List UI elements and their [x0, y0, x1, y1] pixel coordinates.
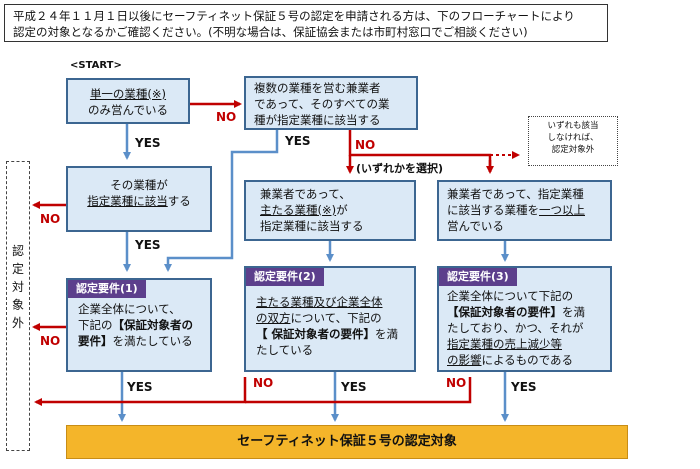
yes-label-r2: YES [341, 380, 367, 394]
note-line-1: いずれも該当 [547, 121, 599, 131]
requirement-1-title: 認定要件(1) [68, 280, 146, 298]
requirement-2-title: 認定要件(2) [246, 268, 324, 286]
excluded-char-5: 外 [11, 316, 24, 330]
box-single-line-1: 単一の業種(※) [89, 87, 167, 101]
note-line-3: 認定対象外 [551, 145, 595, 155]
requirement-3-line-5: 指定業種の売上減少等 [447, 337, 562, 351]
requirement-3-line-2: 【保証対象者の要件】 [447, 305, 562, 319]
box-main-line-3: が [336, 203, 348, 217]
note-box: いずれも該当 しなければ、 認定対象外 [528, 116, 618, 166]
final-result-box: セーフティネット保証５号の認定対象 [66, 425, 628, 459]
no-label-r2: NO [253, 376, 274, 390]
requirement-2-line-5: を満 [375, 327, 399, 341]
excluded-box: 認 定 対 象 外 [6, 161, 30, 451]
requirement-1-line-4: 要件】 [78, 334, 113, 348]
final-result-label: セーフティネット保証５号の認定対象 [237, 434, 457, 449]
box-multi-industry: 複数の業種を営む兼業者 であって、そのすべての業 種が指定業種に該当する [244, 76, 418, 130]
no-arrow-r3 [245, 377, 472, 404]
requirement-3-line-4: たしており、かつ、それが [447, 321, 584, 335]
box-one-line-4: 営んでいる [447, 219, 504, 233]
requirement-1-line-2: 下記の [78, 318, 113, 332]
yes-arrow-multi [164, 130, 279, 272]
requirement-2: 認定要件(2) 主たる業種及び企業全体 の双方について、下記の 【 保証対象者の… [244, 266, 416, 372]
box-designated-line-3: する [167, 194, 191, 208]
requirement-3-line-7: によるものである [481, 353, 574, 367]
box-designated-line-1: その業種が [110, 178, 168, 192]
start-label: <START> [70, 60, 122, 71]
no-label-multi: NO [355, 138, 376, 152]
requirement-3-title: 認定要件(3) [439, 268, 517, 286]
no-label-r1: NO [40, 334, 61, 348]
notice-line-2: 認定の対象となるかご確認ください。(不明な場合は、保証協会または市町村窓口でご相… [13, 25, 528, 39]
requirement-1: 認定要件(1) 企業全体について、 下記の【保証対象者の 要件】を満たしている [66, 278, 212, 372]
requirement-2-line-2: の双方 [256, 311, 291, 325]
box-designated-line-2: 指定業種に該当 [87, 194, 168, 208]
requirement-3-line-1: 企業全体について下記の [447, 289, 574, 303]
yes-label-single: YES [135, 136, 161, 150]
no-label-designated: NO [40, 212, 61, 226]
excluded-char-2: 定 [11, 262, 24, 276]
yes-label-r1: YES [127, 380, 153, 394]
requirement-1-line-5: を満たしている [112, 334, 193, 348]
box-designated-industry: その業種が 指定業種に該当する [66, 166, 212, 232]
box-main-line-2: 主たる業種(※) [260, 203, 337, 217]
excluded-char-3: 対 [11, 280, 24, 294]
box-single-line-2: のみ営んでいる [88, 103, 168, 117]
yes-label-r3: YES [511, 380, 537, 394]
requirement-3-line-6: の影響 [447, 353, 482, 367]
box-one-or-more: 兼業者であって、指定業種 に該当する業種を一つ以上 営んでいる [437, 180, 612, 241]
yes-label-multi: YES [285, 134, 311, 148]
box-one-line-2: に該当する業種を [447, 203, 539, 217]
box-one-line-3: 一つ以上 [539, 203, 585, 217]
requirement-2-line-6: たしている [256, 343, 314, 357]
box-single-industry: 単一の業種(※) のみ営んでいる [66, 78, 190, 124]
box-multi-line-3: 種が指定業種に該当する [254, 113, 381, 127]
requirement-2-line-1: 主たる業種及び企業全体 [256, 295, 383, 309]
requirement-2-line-3: について、下記の [290, 311, 382, 325]
box-multi-line-2: であって、そのすべての業 [254, 97, 390, 111]
box-main-line-4: 指定業種に該当する [260, 219, 364, 233]
excluded-char-1: 認 [11, 244, 24, 258]
notice-line-1: 平成２４年１１月１日以後にセーフティネット保証５号の認定を申請される方は、下のフ… [13, 9, 575, 23]
requirement-3-line-3: を満 [562, 305, 585, 319]
requirement-3: 認定要件(3) 企業全体について下記の 【保証対象者の要件】を満 たしており、か… [437, 266, 612, 372]
requirement-1-line-3: 【保証対象者の [112, 318, 194, 332]
requirement-2-line-4: 【 保証対象者の要件】 [256, 327, 376, 341]
box-one-line-1: 兼業者であって、指定業種 [447, 187, 584, 201]
box-main-line-1: 兼業者であって、 [260, 187, 351, 201]
note-line-2: しなければ、 [547, 133, 599, 143]
box-multi-line-1: 複数の業種を営む兼業者 [254, 81, 381, 95]
notice-box: 平成２４年１１月１日以後にセーフティネット保証５号の認定を申請される方は、下のフ… [4, 4, 608, 42]
requirement-1-line-1: 企業全体について、 [78, 302, 181, 316]
yes-label-designated: YES [135, 238, 161, 252]
no-label-r3: NO [446, 376, 467, 390]
box-main-industry: 兼業者であって、 主たる業種(※)が 指定業種に該当する [244, 180, 416, 241]
excluded-char-4: 象 [11, 298, 24, 312]
choose-label: (いずれかを選択) [356, 162, 444, 175]
no-label-single: NO [216, 110, 237, 124]
